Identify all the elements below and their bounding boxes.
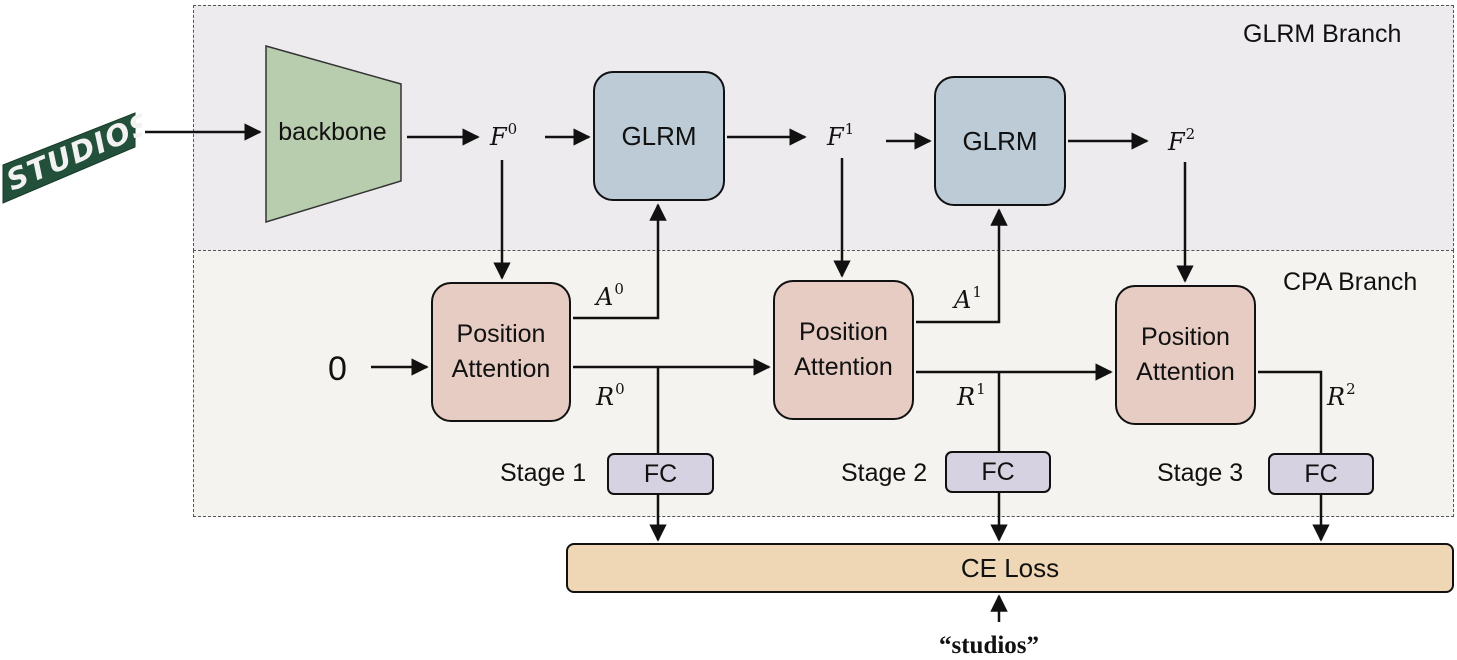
- readout-r1-label: R1: [957, 380, 986, 411]
- input-image: STUDIOS: [1, 106, 142, 204]
- feature-f0-label: F0: [490, 120, 518, 151]
- position-attention-2: Position Attention: [773, 280, 914, 420]
- attention-a1-label: A1: [954, 283, 982, 314]
- fc-block-1: FC: [607, 453, 714, 495]
- fc-block-2: FC: [945, 451, 1051, 493]
- backbone-block: [265, 45, 402, 224]
- glrm-branch-title: GLRM Branch: [1243, 20, 1402, 48]
- backbone-label: backbone: [278, 118, 387, 146]
- feature-f2-label: F2: [1168, 125, 1196, 156]
- position-attention-3: Position Attention: [1115, 285, 1256, 425]
- target-label: “studios”: [939, 632, 1040, 659]
- arrow-a1-to-glrm2: [916, 208, 1008, 324]
- cpa-branch-title: CPA Branch: [1283, 268, 1418, 296]
- initial-input-zero: 0: [328, 350, 347, 388]
- ce-loss-block: CE Loss: [566, 543, 1454, 593]
- glrm-block-2: GLRM: [934, 76, 1066, 206]
- stage-1-label: Stage 1: [500, 459, 587, 487]
- position-attention-1: Position Attention: [431, 282, 571, 422]
- fc-block-3: FC: [1268, 453, 1374, 495]
- stage-3-label: Stage 3: [1157, 459, 1244, 487]
- stage-2-label: Stage 2: [841, 459, 928, 487]
- feature-f1-label: F1: [827, 120, 855, 151]
- wire-r2-to-fc3: [1258, 370, 1323, 453]
- readout-r0-label: R0: [596, 380, 625, 411]
- readout-r2-label: R2: [1327, 380, 1356, 411]
- attention-a0-label: A0: [596, 280, 624, 311]
- glrm-branch-region: [193, 5, 1454, 251]
- arrow-a0-to-glrm1: [573, 203, 667, 320]
- glrm-block-1: GLRM: [593, 71, 725, 201]
